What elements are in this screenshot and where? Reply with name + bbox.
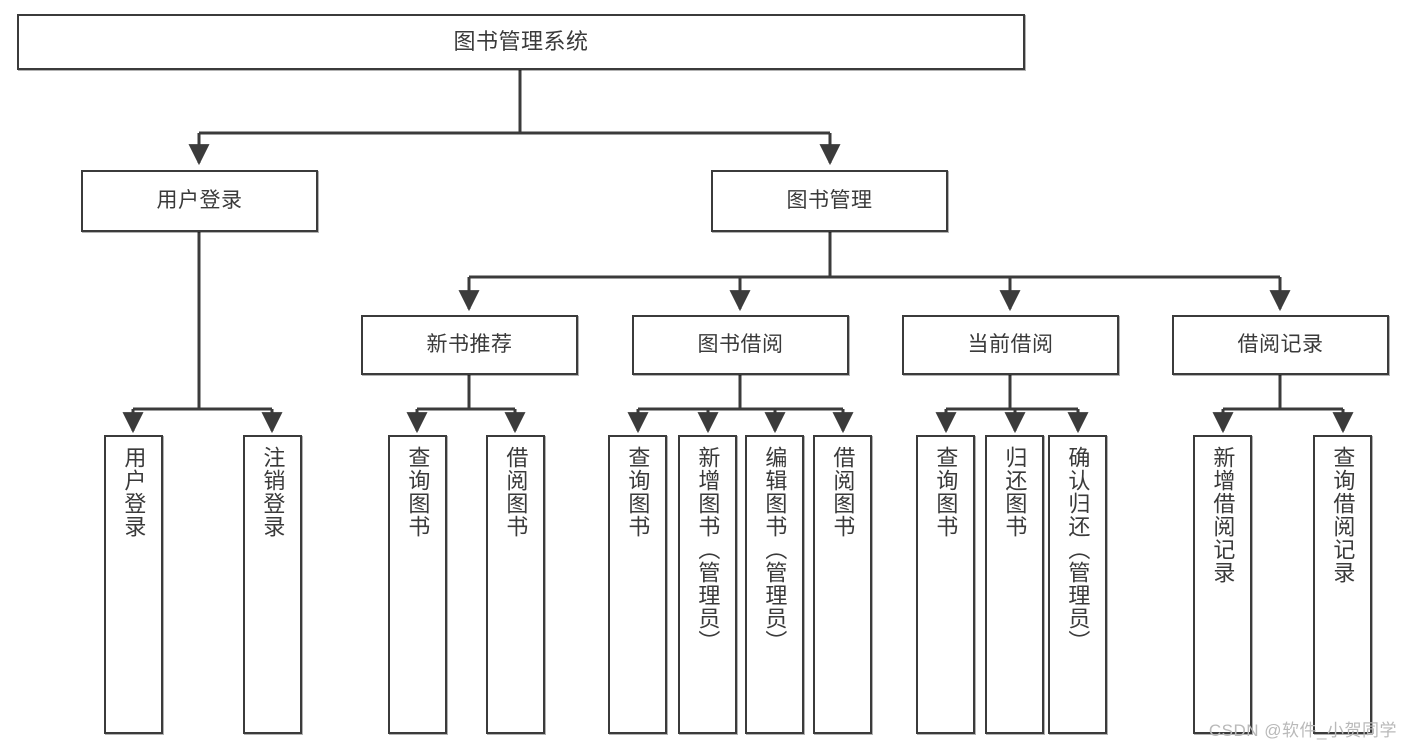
node-label: 借阅记录 bbox=[1237, 333, 1324, 357]
node-label: 图书管理系统 bbox=[453, 28, 589, 54]
leaf-new-book-borrow[interactable]: 借阅图书 bbox=[486, 435, 545, 734]
leaf-borrow-add-book-admin[interactable]: 新增图书（管理员） bbox=[678, 435, 737, 734]
node-label: 查询图书 bbox=[933, 446, 959, 538]
leaf-borrow-query-book[interactable]: 查询图书 bbox=[608, 435, 667, 734]
node-label: 新书推荐 bbox=[426, 333, 513, 357]
node-label: 当前借阅 bbox=[967, 333, 1054, 357]
leaf-borrow-borrow-book[interactable]: 借阅图书 bbox=[813, 435, 872, 734]
node-label: 确认归还（管理员） bbox=[1065, 446, 1091, 653]
node-label: 查询图书 bbox=[625, 446, 651, 538]
node-book-management[interactable]: 图书管理 bbox=[711, 170, 948, 232]
node-label: 图书借阅 bbox=[697, 333, 784, 357]
node-book-borrow[interactable]: 图书借阅 bbox=[632, 315, 849, 375]
node-label: 新增借阅记录 bbox=[1210, 446, 1236, 584]
node-label: 归还图书 bbox=[1002, 446, 1028, 538]
leaf-logout[interactable]: 注销登录 bbox=[243, 435, 302, 734]
watermark: CSDN @软件_小贺同学 bbox=[1208, 721, 1397, 740]
node-label: 查询借阅记录 bbox=[1330, 446, 1356, 584]
node-label: 借阅图书 bbox=[503, 446, 529, 538]
leaf-records-add[interactable]: 新增借阅记录 bbox=[1193, 435, 1252, 734]
node-label: 注销登录 bbox=[260, 446, 286, 538]
node-root[interactable]: 图书管理系统 bbox=[17, 14, 1025, 70]
leaf-new-book-query[interactable]: 查询图书 bbox=[388, 435, 447, 734]
node-label: 图书管理 bbox=[786, 189, 873, 213]
leaf-records-query[interactable]: 查询借阅记录 bbox=[1313, 435, 1372, 734]
leaf-current-query-book[interactable]: 查询图书 bbox=[916, 435, 975, 734]
leaf-borrow-edit-book-admin[interactable]: 编辑图书（管理员） bbox=[745, 435, 804, 734]
node-user-login[interactable]: 用户登录 bbox=[81, 170, 318, 232]
node-new-book-recommend[interactable]: 新书推荐 bbox=[361, 315, 578, 375]
leaf-current-confirm-return-admin[interactable]: 确认归还（管理员） bbox=[1048, 435, 1107, 734]
leaf-current-return-book[interactable]: 归还图书 bbox=[985, 435, 1044, 734]
leaf-user-login[interactable]: 用户登录 bbox=[104, 435, 163, 734]
node-borrow-records[interactable]: 借阅记录 bbox=[1172, 315, 1389, 375]
node-label: 查询图书 bbox=[405, 446, 431, 538]
node-label: 编辑图书（管理员） bbox=[762, 446, 788, 653]
node-label: 借阅图书 bbox=[830, 446, 856, 538]
node-label: 新增图书（管理员） bbox=[695, 446, 721, 653]
node-current-borrow[interactable]: 当前借阅 bbox=[902, 315, 1119, 375]
node-label: 用户登录 bbox=[156, 189, 243, 213]
node-label: 用户登录 bbox=[121, 446, 147, 538]
